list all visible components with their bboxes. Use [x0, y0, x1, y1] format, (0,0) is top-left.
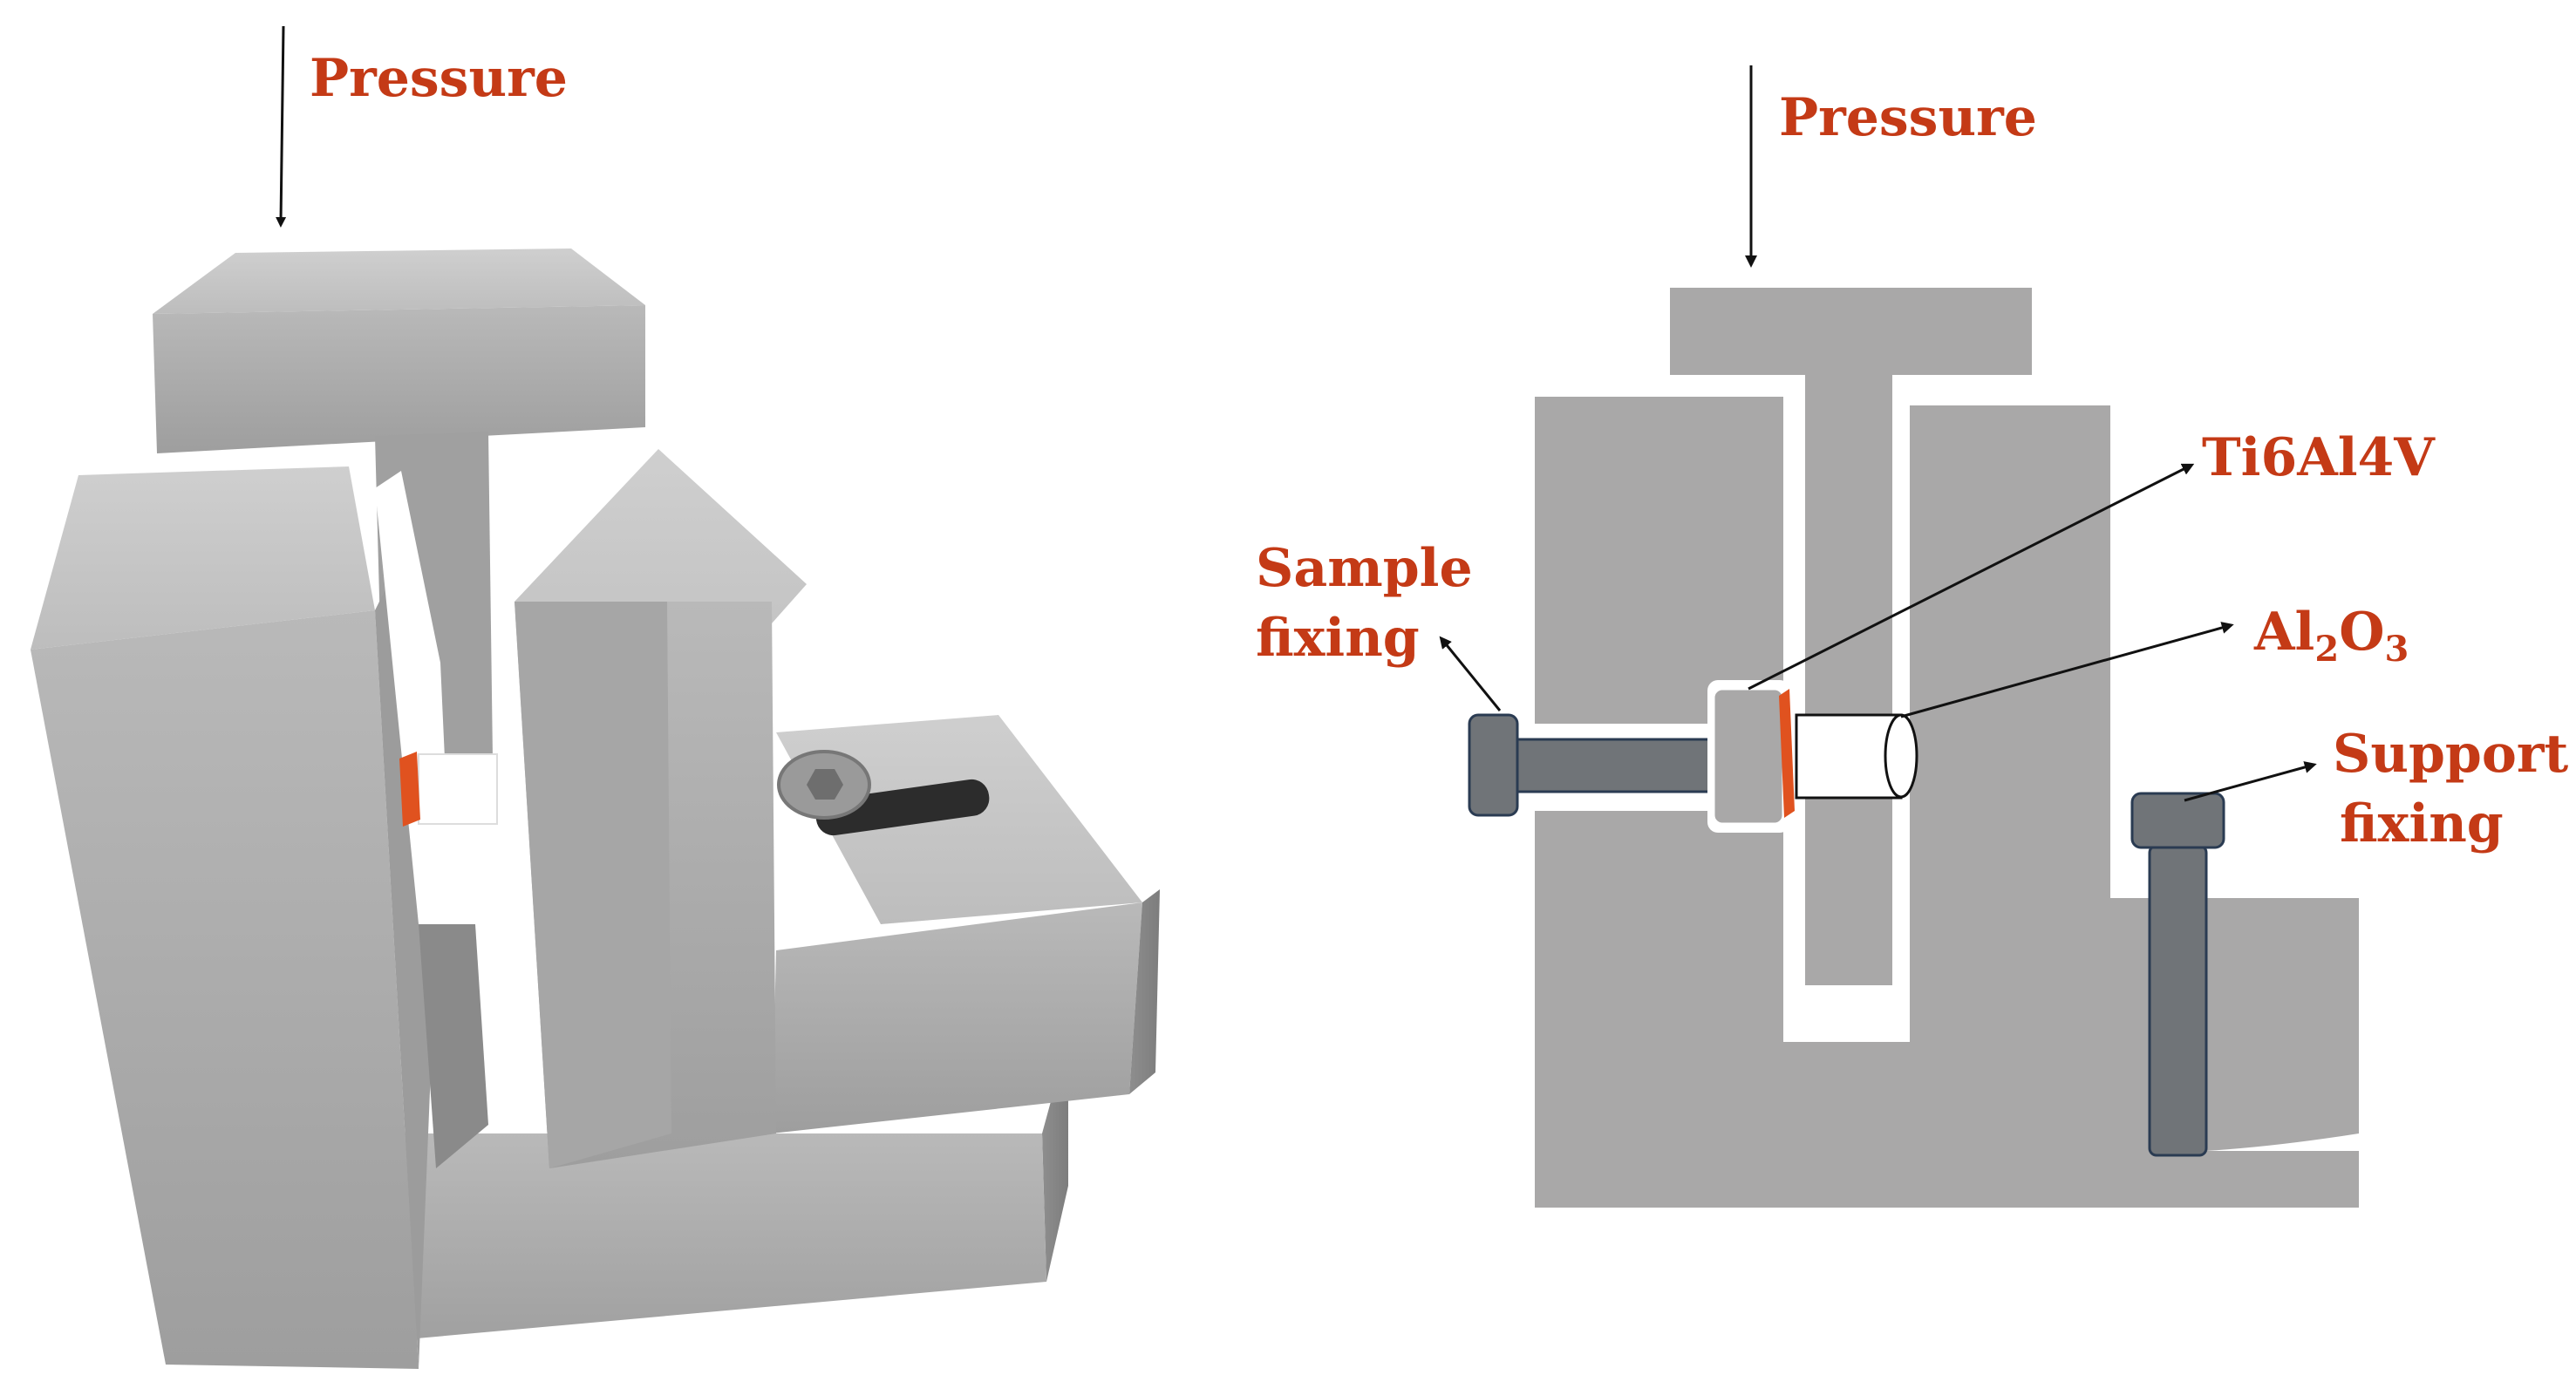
left-upright-front	[31, 610, 419, 1369]
step-block-front	[772, 902, 1142, 1133]
punch-gap	[1783, 397, 1805, 1042]
t-punch-top	[153, 248, 645, 314]
support-pocket	[2110, 898, 2359, 1042]
al2o3-cylinder-end	[1884, 713, 1918, 799]
punch-top	[1670, 288, 2032, 375]
punch-stem	[1805, 375, 1892, 985]
t-punch-front	[153, 305, 645, 453]
al2o3-sub1: 2	[2314, 629, 2340, 670]
sample-fixing-line2: fixing	[1256, 608, 1420, 669]
left-upright-side	[375, 558, 436, 1369]
hex-socket	[807, 769, 843, 800]
pointer-arrow-icon	[1748, 463, 2195, 691]
ti-disk	[1779, 689, 1795, 818]
right-upright-front2	[515, 602, 671, 1168]
sample-fixing-shaft	[1516, 738, 1711, 793]
pointer-arrow-icon	[2184, 761, 2317, 802]
al2o3-base1: Al	[2254, 602, 2315, 663]
render-3d-fixture	[31, 25, 1160, 1369]
left-upright-top	[31, 466, 375, 650]
pointer-arrow-icon	[1900, 622, 2234, 718]
left-pressure-label: Pressure	[310, 48, 568, 109]
sample-cylinder	[418, 753, 498, 825]
support-pocket-curve	[2206, 1133, 2359, 1151]
al2o3-cylinder	[1795, 713, 1903, 800]
support-fixing-line1: Support	[2333, 724, 2569, 785]
support-fixing-label: Support fixing	[2333, 719, 2568, 859]
sample-fixing-head	[1468, 713, 1519, 817]
al2o3-base2: O	[2339, 602, 2385, 663]
al2o3-sub2: 3	[2384, 629, 2409, 670]
holder-ring	[1712, 687, 1785, 826]
bottom-white	[1805, 985, 1892, 1042]
right-pressure-label: Pressure	[1779, 87, 2037, 148]
gap-dark	[419, 924, 488, 1168]
sample-ti-disk	[399, 752, 420, 827]
slot	[815, 779, 990, 836]
step-block-side	[1129, 889, 1160, 1094]
ti6al4v-label: Ti6Al4V	[2202, 427, 2435, 488]
sample-fixing-line1: Sample	[1256, 538, 1473, 599]
sample-fixing-label: Sample fixing	[1256, 534, 1473, 673]
pressure-arrow-icon	[276, 25, 287, 228]
punch-stem2	[1805, 375, 1892, 399]
support-fixing-shaft	[2148, 844, 2208, 1157]
pointer-arrow-icon	[1439, 636, 1502, 711]
support-fixing-line2: fixing	[2340, 793, 2504, 854]
support-fixing-head	[2130, 792, 2225, 849]
step-block-top	[776, 715, 1142, 924]
al2o3-label: Al2O3	[2254, 597, 2409, 684]
